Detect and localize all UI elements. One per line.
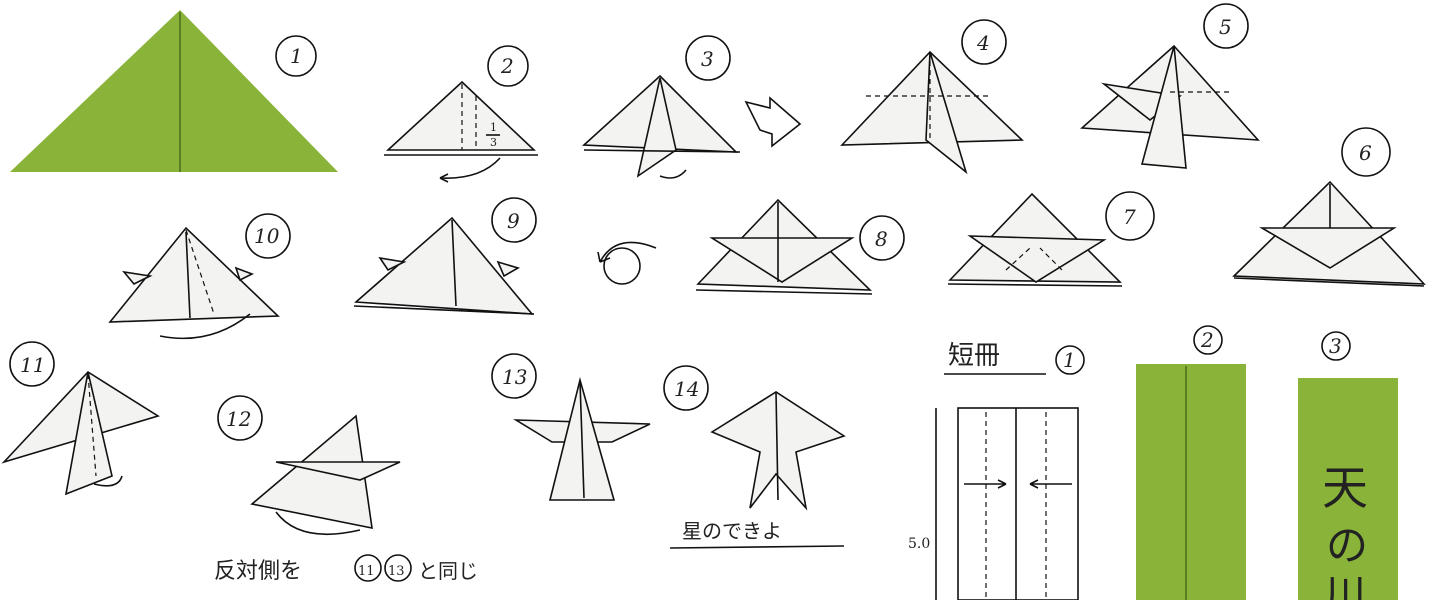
- tanzaku-green-strip-2: [1136, 364, 1246, 600]
- step-12-diagram: 12: [218, 396, 400, 534]
- star-done-note: 星のできよ: [670, 519, 844, 548]
- step-14-number: 14: [674, 377, 699, 401]
- step-5-diagram: 5: [1082, 4, 1258, 168]
- tanzaku-strip-outline: [958, 408, 1078, 600]
- note-ref-b: 13: [388, 564, 405, 579]
- turn-over-arrow-icon: [746, 98, 800, 146]
- rotate-arrow-icon: [598, 242, 656, 284]
- note-ref-a: 11: [358, 564, 375, 579]
- step-6-diagram: 6: [1234, 128, 1424, 286]
- tanzaku-section: 短冊 1 5.0 2 3 天 の 川: [908, 326, 1398, 600]
- step-9-number: 9: [507, 209, 520, 233]
- tanzaku-inscription-2: の: [1326, 521, 1368, 570]
- step-4-number: 4: [976, 31, 990, 55]
- tanzaku-inscription-3: 川: [1324, 571, 1366, 600]
- step-1-green-triangle: 1: [10, 10, 338, 172]
- note-same-as: と同じ: [418, 559, 478, 583]
- step-7-diagram: 7: [948, 192, 1154, 286]
- fraction-denominator: 3: [490, 136, 497, 149]
- step-7-number: 7: [1123, 205, 1136, 229]
- tanzaku-step-3: 3: [1329, 334, 1342, 358]
- step-13-diagram: 13: [492, 354, 650, 500]
- step-11-diagram: 11: [4, 342, 158, 494]
- step-1-number: 1: [290, 44, 303, 68]
- tanzaku-length: 5.0: [908, 536, 930, 552]
- note-star-done: 星のできよ: [682, 519, 782, 543]
- step-8-number: 8: [875, 227, 888, 251]
- step-2-diagram: 2 1 3: [384, 46, 538, 182]
- tanzaku-inscription-1: 天: [1322, 461, 1368, 515]
- tanzaku-step-1: 1: [1063, 348, 1076, 372]
- step-5-number: 5: [1219, 15, 1232, 39]
- reverse-side-note: 反対側を 11 13 と同じ: [214, 555, 478, 584]
- step-8-diagram: 8: [696, 200, 904, 294]
- step-3-number: 3: [701, 47, 714, 71]
- tanzaku-step-2: 2: [1200, 328, 1214, 352]
- step-12-number: 12: [226, 407, 251, 431]
- step-10-number: 10: [254, 224, 280, 248]
- step-2-number: 2: [500, 54, 514, 78]
- step-13-number: 13: [502, 365, 527, 389]
- step-11-number: 11: [20, 353, 45, 377]
- step-10-diagram: 10: [110, 214, 290, 338]
- step-3-diagram: 3: [584, 36, 740, 178]
- note-reverse-side: 反対側を: [214, 559, 302, 584]
- step-6-number: 6: [1359, 141, 1372, 165]
- step-9-diagram: 9: [354, 198, 536, 314]
- step-4-diagram: 4: [842, 20, 1022, 172]
- fraction-numerator: 1: [490, 121, 497, 134]
- step-14-diagram: 14: [664, 366, 844, 508]
- tanzaku-title: 短冊: [948, 341, 1000, 371]
